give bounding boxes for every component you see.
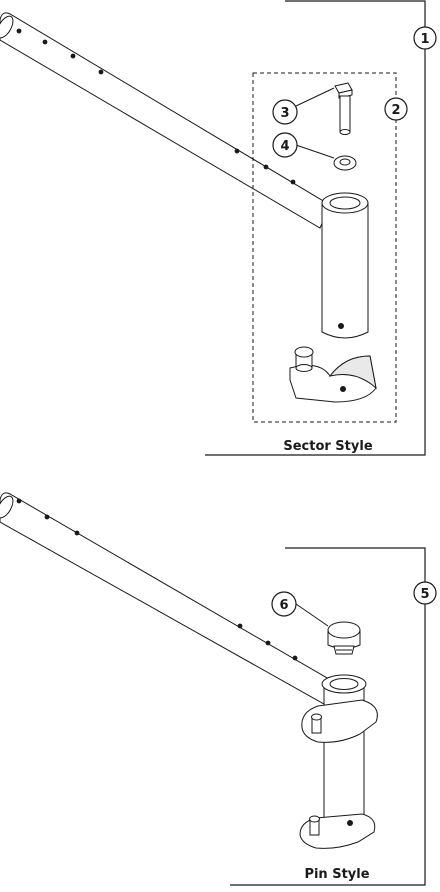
callout-6: 6 (271, 591, 297, 617)
svg-text:5: 5 (420, 587, 429, 602)
callout-1: 1 (413, 26, 437, 50)
callout-4: 4 (272, 132, 298, 158)
svg-text:1: 1 (420, 32, 429, 47)
svg-text:3: 3 (280, 106, 289, 121)
svg-text:4: 4 (280, 139, 289, 154)
pin-style-assembly (0, 492, 426, 886)
svg-text:2: 2 (391, 103, 400, 118)
svg-text:6: 6 (279, 598, 288, 613)
washer-part (333, 155, 357, 171)
caption-pin-style: Pin Style (304, 867, 369, 882)
lock-pin-part (327, 621, 361, 655)
assembly-5-bracket (230, 547, 426, 886)
leader-3 (295, 87, 335, 107)
callout-5: 5 (413, 581, 437, 605)
subassembly-2-box (252, 72, 397, 423)
sector-style-assembly (0, 0, 426, 456)
leader-6 (295, 603, 329, 627)
assembly-1-bracket (205, 0, 426, 456)
vertical-tube-top (321, 192, 369, 339)
vertical-tube-bottom (299, 674, 378, 849)
callout-3: 3 (272, 99, 298, 125)
arm-tube-top (0, 12, 331, 229)
sector-block (289, 346, 377, 403)
callout-2: 2 (384, 97, 408, 121)
caption-sector-style: Sector Style (283, 439, 372, 454)
bolt-part (334, 82, 353, 135)
leader-4 (295, 144, 335, 159)
